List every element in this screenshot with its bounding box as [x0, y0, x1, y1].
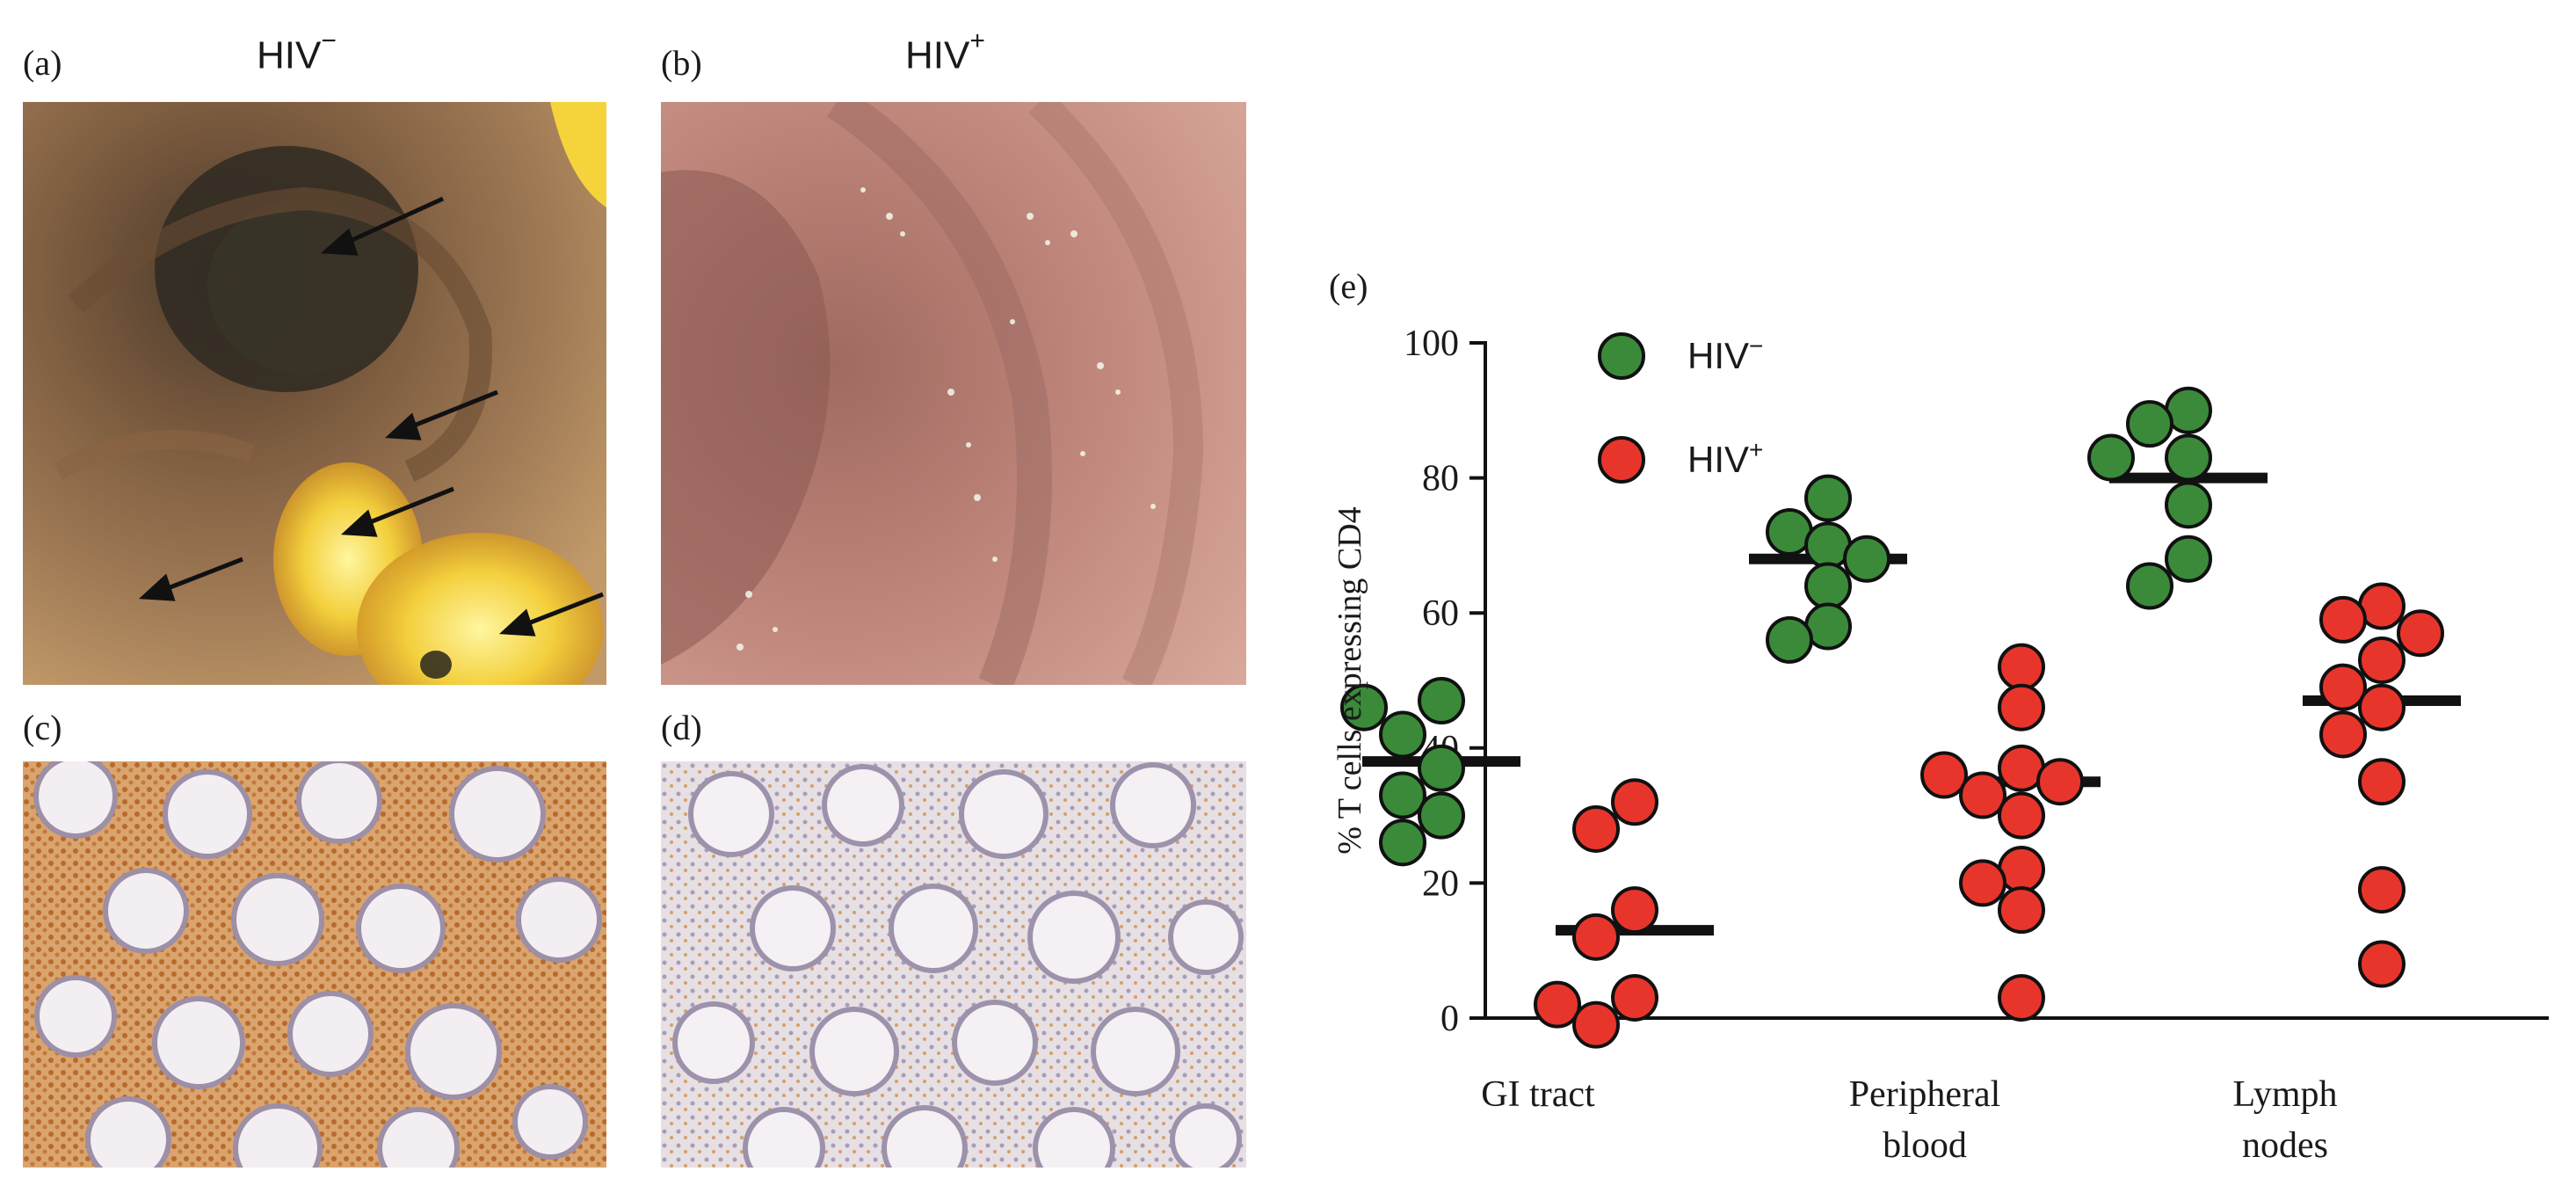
endoscopy-image-hiv-negative — [23, 102, 606, 685]
point-hiv-negative — [1843, 535, 1890, 583]
category-labels: GI tract Peripheral blood Lymph nodes — [1481, 1074, 2337, 1166]
point-hiv-positive — [2319, 710, 2367, 759]
point-hiv-positive — [2358, 758, 2405, 806]
point-hiv-negative — [1418, 744, 1465, 792]
histology-image-hiv-negative — [23, 761, 606, 1168]
group-label-hiv-negative-text: HIV — [257, 33, 322, 77]
y-tick-label: 100 — [1404, 324, 1459, 364]
group-label-hiv-negative: HIV− — [257, 28, 337, 77]
point-hiv-negative — [1418, 677, 1465, 725]
y-tick-label: 20 — [1422, 863, 1459, 904]
point-hiv-positive — [1959, 859, 2006, 907]
point-hiv-positive — [2358, 683, 2405, 731]
legend-marker — [1598, 436, 1645, 484]
point-hiv-positive — [2319, 663, 2367, 711]
y-tick-label: 60 — [1422, 593, 1459, 634]
point-hiv-positive — [1998, 973, 2045, 1022]
panel-label-a: (a) — [23, 43, 62, 83]
cd4-scatter-chart: 020406080100 HIV−HIV+ GI tractPeripheral… — [1332, 324, 2549, 1166]
point-hiv-positive — [2319, 595, 2367, 644]
point-hiv-negative — [1340, 683, 1388, 731]
point-hiv-positive — [1572, 1000, 1620, 1049]
point-hiv-negative — [2165, 433, 2212, 482]
point-hiv-positive — [2397, 609, 2444, 658]
point-hiv-negative — [2087, 433, 2135, 482]
point-hiv-negative — [1379, 819, 1426, 867]
category-label: GI tract — [1481, 1074, 1595, 1115]
point-hiv-positive — [1572, 913, 1620, 961]
chart-legend: HIV− HIV+ — [1598, 332, 1763, 484]
group-label-hiv-negative-sup: − — [321, 26, 337, 55]
panel-label-e: (e) — [1329, 266, 1368, 306]
panel-label-d: (d) — [661, 708, 702, 747]
point-hiv-positive — [1998, 791, 2045, 840]
data-points — [1340, 386, 2444, 1049]
category-label: blood — [1883, 1125, 1967, 1166]
point-hiv-negative — [1766, 615, 1813, 664]
category-label: nodes — [2242, 1125, 2328, 1166]
point-hiv-positive — [2358, 636, 2405, 684]
point-hiv-positive — [1611, 973, 1658, 1022]
point-hiv-negative — [1804, 474, 1852, 522]
point-hiv-negative — [1804, 562, 1852, 610]
panel-label-b: (b) — [661, 43, 702, 83]
point-hiv-positive — [1572, 804, 1620, 853]
median-bars — [1362, 472, 2461, 936]
point-hiv-positive — [1920, 751, 1968, 799]
point-hiv-positive — [2358, 940, 2405, 988]
point-hiv-positive — [1998, 643, 2045, 691]
legend-label: HIV− — [1687, 332, 1763, 376]
point-hiv-negative — [1418, 791, 1465, 840]
point-hiv-negative — [1379, 771, 1426, 819]
group-label-hiv-positive-sup: + — [969, 26, 985, 55]
point-hiv-negative — [2126, 562, 2173, 610]
point-hiv-positive — [1611, 886, 1658, 935]
point-hiv-negative — [2165, 481, 2212, 529]
panel-label-c: (c) — [23, 708, 62, 747]
point-hiv-positive — [1998, 886, 2045, 935]
legend-label: HIV+ — [1687, 436, 1763, 480]
y-tick-label: 80 — [1422, 459, 1459, 499]
category-label: Lymph — [2232, 1074, 2337, 1115]
point-hiv-negative — [2165, 535, 2212, 583]
point-hiv-negative — [2126, 400, 2173, 448]
point-hiv-positive — [1534, 980, 1581, 1029]
point-hiv-positive — [2036, 758, 2084, 806]
point-hiv-positive — [1611, 778, 1658, 826]
histology-image-hiv-positive — [661, 761, 1246, 1168]
legend-marker — [1598, 332, 1645, 380]
endoscopy-image-hiv-positive — [661, 102, 1246, 685]
y-axis-label: % T cells expressing CD4 — [1332, 506, 1368, 854]
point-hiv-positive — [2358, 866, 2405, 914]
group-label-hiv-positive-text: HIV — [905, 33, 970, 77]
point-hiv-negative — [1379, 710, 1426, 759]
point-hiv-positive — [1998, 683, 2045, 731]
y-tick-label: 0 — [1440, 999, 1459, 1039]
group-label-hiv-positive: HIV+ — [905, 28, 985, 77]
point-hiv-positive — [1959, 771, 2006, 819]
category-label: Peripheral — [1849, 1074, 2001, 1115]
